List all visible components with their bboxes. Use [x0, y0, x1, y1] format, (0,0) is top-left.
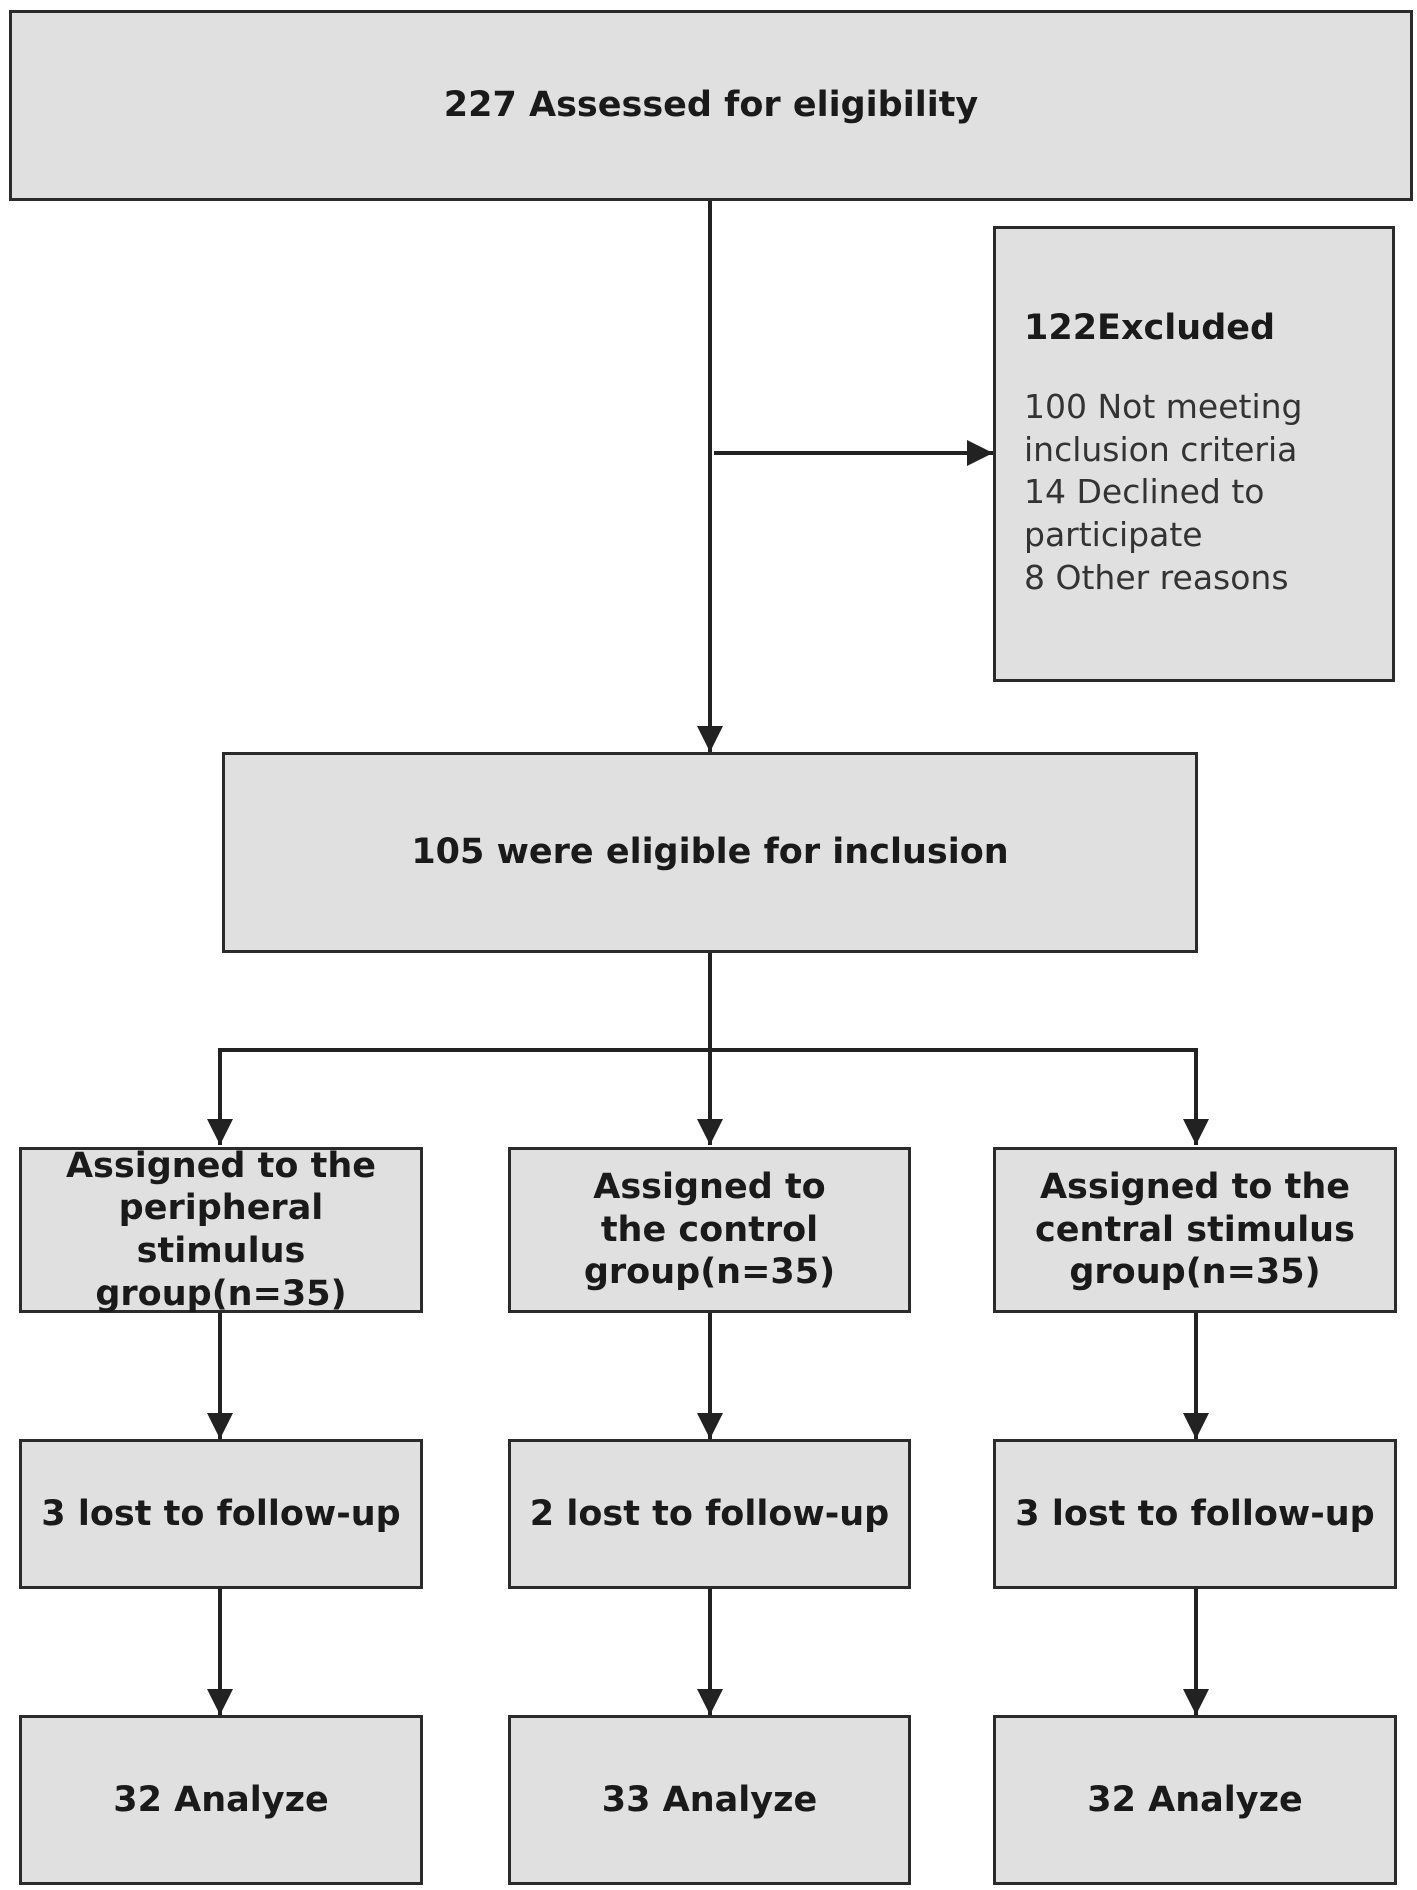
analyze-box-peripheral: 32 Analyze — [19, 1715, 423, 1885]
assigned-box-peripheral: Assigned to the peripheral stimulus grou… — [19, 1145, 423, 1314]
excluded-reason: 14 Declined to participate — [1024, 472, 1265, 555]
analyze-text: 33 Analyze — [601, 1779, 818, 1820]
analyze-text: 32 Analyze — [1087, 1779, 1303, 1820]
assigned-text: Assigned to the control group(n=35) — [583, 1166, 836, 1293]
excluded-reason: 8 Other reasons — [1024, 558, 1289, 598]
analyze-box-central: 32 Analyze — [993, 1715, 1397, 1885]
lost-text: 3 lost to follow-up — [41, 1493, 401, 1534]
assigned-text: Assigned to the peripheral stimulus grou… — [65, 1145, 377, 1314]
assigned-box-control: Assigned to the control group(n=35) — [508, 1147, 911, 1313]
assessed-box: 227 Assessed for eligibility — [9, 10, 1413, 201]
assessed-text: 227 Assessed for eligibility — [443, 85, 979, 126]
lost-box-control: 2 lost to follow-up — [508, 1439, 911, 1589]
assigned-text: Assigned to the central stimulus group(n… — [1035, 1166, 1355, 1293]
analyze-box-control: 33 Analyze — [508, 1715, 911, 1885]
lost-text: 2 lost to follow-up — [529, 1493, 890, 1534]
excluded-box: 122Excluded 100 Not meeting inclusion cr… — [993, 226, 1395, 682]
excluded-title: 122Excluded — [1024, 308, 1276, 348]
analyze-text: 32 Analyze — [113, 1779, 329, 1820]
lost-box-peripheral: 3 lost to follow-up — [19, 1439, 423, 1589]
eligible-text: 105 were eligible for inclusion — [411, 832, 1009, 873]
eligible-box: 105 were eligible for inclusion — [222, 752, 1198, 953]
excluded-reason: 100 Not meeting inclusion criteria — [1024, 386, 1303, 469]
lost-text: 3 lost to follow-up — [1015, 1493, 1375, 1534]
assigned-box-central: Assigned to the central stimulus group(n… — [993, 1147, 1397, 1313]
lost-box-central: 3 lost to follow-up — [993, 1439, 1397, 1589]
